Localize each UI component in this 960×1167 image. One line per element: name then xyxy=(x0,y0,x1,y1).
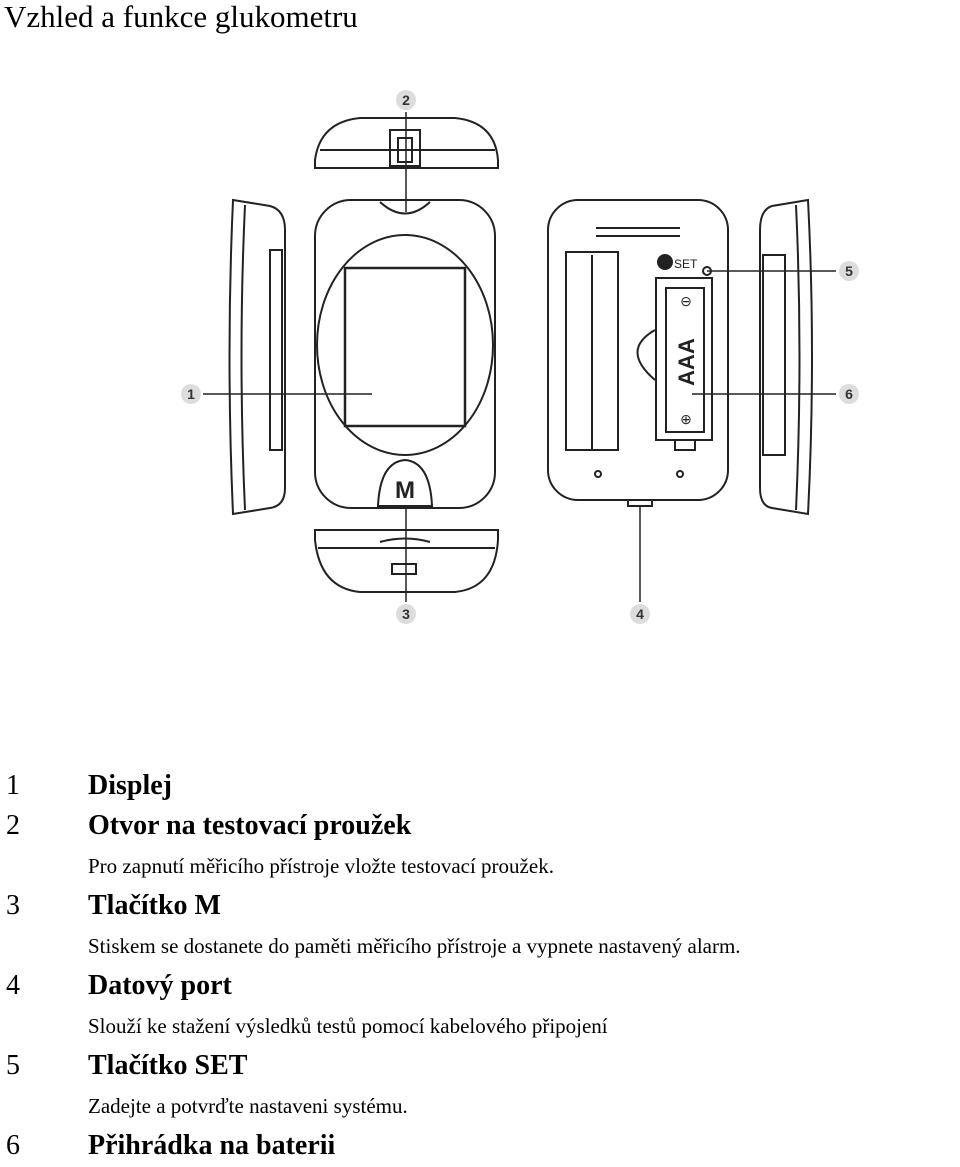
item-number: 2 xyxy=(6,810,20,841)
callout-3: 3 xyxy=(396,604,416,624)
battery-label: AAA xyxy=(674,338,699,386)
item-title: Datový port xyxy=(88,970,232,1001)
item-description: Pro zapnutí měřicího přístroje vložte te… xyxy=(88,854,554,878)
callout-badges: 1 2 3 4 5 6 xyxy=(181,90,859,624)
item-title: Otvor na testovací proužek xyxy=(88,810,412,841)
m-button-label: M xyxy=(395,477,415,504)
item-number: 5 xyxy=(6,1050,20,1081)
item-number: 3 xyxy=(6,890,20,921)
svg-text:4: 4 xyxy=(636,606,644,622)
device-left-side-view xyxy=(228,198,286,516)
svg-text:3: 3 xyxy=(402,606,410,622)
device-top-view xyxy=(314,117,499,169)
item-title: Přihrádka na baterii xyxy=(88,1130,336,1161)
leader-lines xyxy=(203,112,836,602)
callout-5: 5 xyxy=(839,261,859,281)
callout-4: 4 xyxy=(630,604,650,624)
svg-text:1: 1 xyxy=(187,386,195,402)
item-description: Zadejte a potvrďte nastaveni systému. xyxy=(88,1094,408,1118)
device-back-view: SET ⊖ AAA ⊕ xyxy=(547,199,729,507)
legend-item-5: 5 Tlačítko SET Zadejte a potvrďte nastav… xyxy=(0,1046,960,1126)
callout-1: 1 xyxy=(181,384,201,404)
battery-plus: ⊕ xyxy=(680,411,692,427)
page-title: Vzhled a funkce glukometru xyxy=(4,0,358,34)
legend-item-4: 4 Datový port Slouží ke stažení výsledků… xyxy=(0,966,960,1046)
glucometer-diagram: M SET ⊖ AAA ⊕ xyxy=(181,90,859,624)
legend-list: 1 Displej 2 Otvor na testovací proužek P… xyxy=(0,766,960,1166)
item-number: 1 xyxy=(6,770,20,801)
item-title: Tlačítko SET xyxy=(88,1050,248,1081)
legend-item-3: 3 Tlačítko M Stiskem se dostanete do pam… xyxy=(0,886,960,966)
item-description: Stiskem se dostanete do paměti měřicího … xyxy=(88,934,741,958)
legend-item-1: 1 Displej xyxy=(0,766,960,806)
item-title: Tlačítko M xyxy=(88,890,221,921)
battery-minus: ⊖ xyxy=(680,293,692,309)
device-right-side-view xyxy=(759,198,813,516)
legend-item-2: 2 Otvor na testovací proužek Pro zapnutí… xyxy=(0,806,960,886)
item-title: Displej xyxy=(88,770,172,801)
callout-6: 6 xyxy=(839,384,859,404)
svg-text:6: 6 xyxy=(845,386,853,402)
svg-text:2: 2 xyxy=(402,92,410,108)
legend-item-6: 6 Přihrádka na baterii xyxy=(0,1126,960,1166)
callout-2: 2 xyxy=(396,90,416,110)
svg-text:5: 5 xyxy=(845,263,853,279)
item-description: Slouží ke stažení výsledků testů pomocí … xyxy=(88,1014,608,1038)
item-number: 4 xyxy=(6,970,20,1001)
item-number: 6 xyxy=(6,1130,20,1161)
device-front-view: M xyxy=(314,199,496,509)
set-label: SET xyxy=(674,257,698,271)
